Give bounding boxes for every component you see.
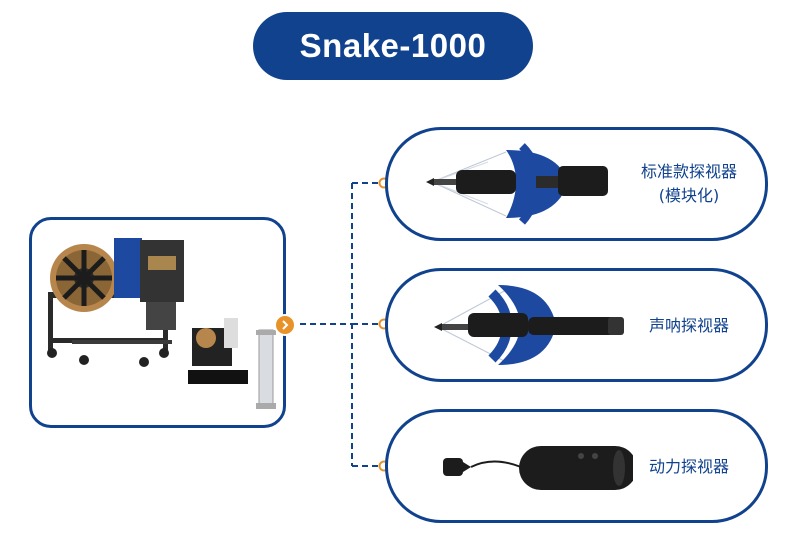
standard-probe-image xyxy=(426,143,608,225)
option-title: 声呐探视器 xyxy=(648,316,729,335)
option-standard-probe[interactable]: 标准款探视器 (模块化) xyxy=(385,127,768,241)
option-title: 动力探视器 xyxy=(648,457,729,476)
option-label: 动力探视器 xyxy=(614,455,764,479)
main-equipment-panel xyxy=(29,217,296,428)
option-powered-probe[interactable]: 动力探视器 xyxy=(385,409,768,523)
option-title: 标准款探视器 xyxy=(640,162,737,181)
equipment-illustration xyxy=(47,238,276,409)
option-subtitle: (模块化) xyxy=(658,186,720,205)
option-label: 标准款探视器 (模块化) xyxy=(614,160,764,208)
option-sonar-probe[interactable]: 声呐探视器 xyxy=(385,268,768,382)
powered-probe-image xyxy=(443,446,633,490)
arrow-right-icon[interactable] xyxy=(274,314,296,336)
option-label: 声呐探视器 xyxy=(614,314,764,338)
page-title: Snake-1000 xyxy=(253,12,533,80)
sonar-probe-image xyxy=(434,285,624,365)
